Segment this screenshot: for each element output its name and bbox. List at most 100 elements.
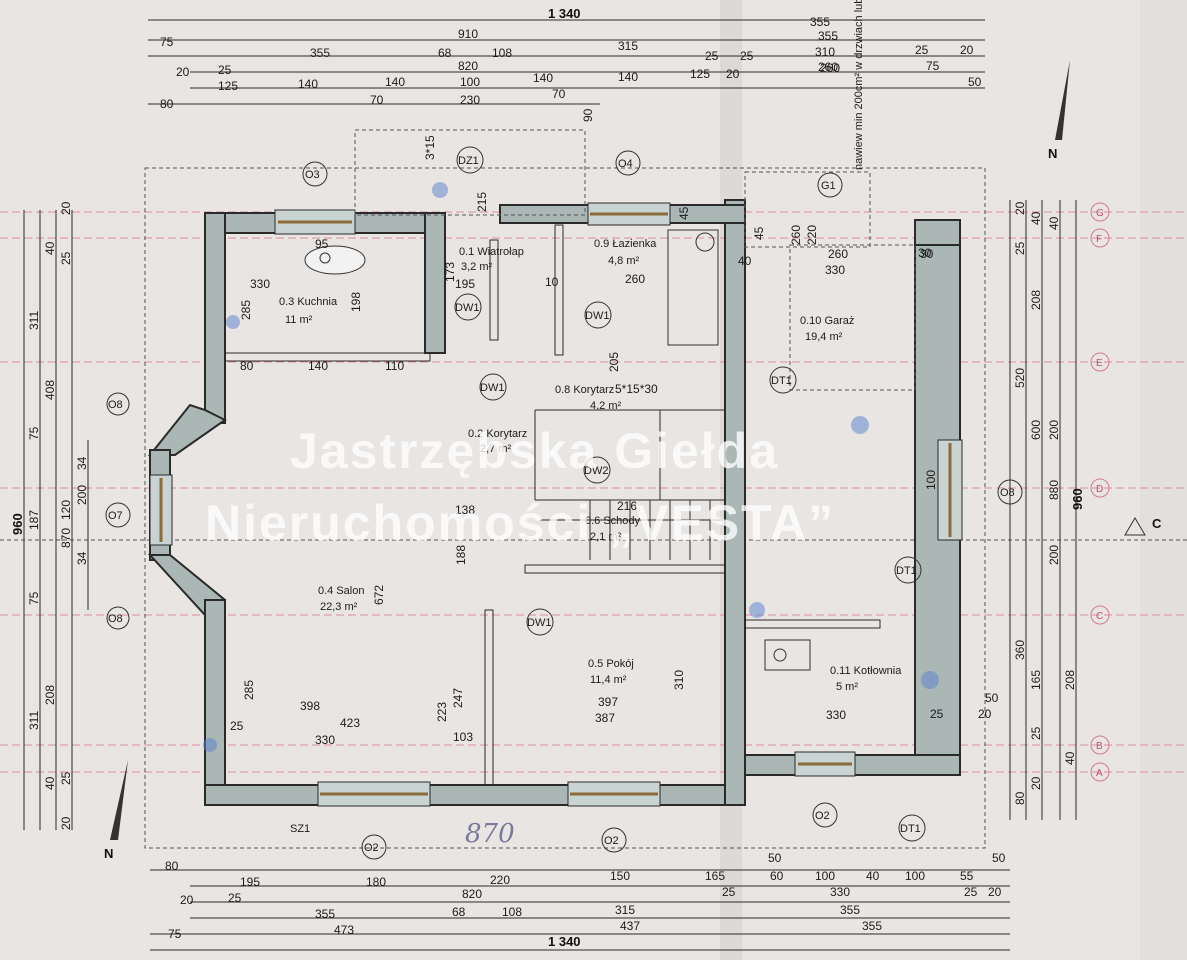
top-dim: 310 [815, 45, 835, 59]
room-name-korytarz-08: 0.8 Korytarz [555, 384, 614, 396]
axis-label-d: D [1096, 484, 1103, 495]
left-dim: 208 [43, 685, 57, 705]
bottom-dim: 355 [315, 907, 335, 921]
axis-label-b: B [1096, 741, 1103, 752]
tag-dt1-a: DT1 [771, 375, 792, 387]
left-dim: 200 [75, 485, 89, 505]
building-outline [144, 167, 986, 849]
left-dim: 75 [27, 591, 41, 605]
right-dim: 360 [1013, 640, 1027, 660]
right-dim: 20 [1029, 776, 1043, 790]
inner-dim: 330 [825, 263, 845, 277]
right-dim: 25 [1013, 241, 1027, 255]
inner-dim: 188 [454, 545, 468, 565]
room-area-garaz: 19,4 m² [805, 331, 843, 343]
top-dim: 75 [926, 59, 940, 73]
top-dim: 315 [618, 39, 638, 53]
bottom-dim: 40 [866, 869, 880, 883]
inner-dim: 30 [918, 246, 932, 260]
inner-dim: 285 [239, 300, 253, 320]
bottom-dim: 20 [988, 885, 1002, 899]
tag-dt1-c: DT1 [900, 823, 921, 835]
left-dim: 870 [59, 528, 73, 548]
inner-dim: 397 [598, 695, 618, 709]
top-dim: 230 [460, 93, 480, 107]
inner-dim: 223 [435, 702, 449, 722]
tag-o4: O4 [618, 158, 633, 170]
right-total-dim: 960 [1070, 488, 1085, 510]
room-labels: 0.1 Wiatrołap 3,2 m² 0.9 Łazienka 4,8 m²… [279, 238, 902, 693]
left-dim: 25 [59, 771, 73, 785]
bottom-dim: 25 [964, 885, 978, 899]
axis-label-g: G [1096, 208, 1104, 219]
inner-dim: 198 [349, 292, 363, 312]
top-dim: 20 [726, 67, 740, 81]
bottom-dim: 355 [862, 919, 882, 933]
north-arrow-top: N [1048, 60, 1070, 161]
top-dim: 25 [218, 63, 232, 77]
bottom-dim: 80 [165, 859, 179, 873]
paper-edge [1140, 0, 1187, 960]
porch-outline [354, 129, 586, 216]
axis-markers: G F E D C B A C [1090, 202, 1162, 782]
room-name-schody: 0.6 Schody [585, 515, 641, 527]
tag-o8-left-top: O8 [108, 399, 123, 411]
bottom-dim: 50 [992, 851, 1006, 865]
left-dim: 25 [59, 251, 73, 265]
right-dim: 208 [1063, 670, 1077, 690]
left-dim: 34 [75, 551, 89, 565]
tag-o2-c: O2 [815, 810, 830, 822]
inner-dim: 195 [455, 277, 475, 291]
bottom-dim: 50 [768, 851, 782, 865]
inner-dim: 50 [985, 691, 999, 705]
left-dim: 120 [59, 500, 73, 520]
tag-o3: O3 [305, 169, 320, 181]
inner-dim: 90 [581, 108, 595, 122]
inner-dim: 330 [315, 733, 335, 747]
left-dim: 20 [59, 201, 73, 215]
bottom-dim: 100 [815, 869, 835, 883]
room-area-schody: 2,1 m² [590, 531, 622, 543]
tag-o7: O7 [108, 510, 123, 522]
inner-dim: 25 [230, 719, 244, 733]
top-total-dim: 1 340 [548, 6, 581, 21]
inner-dim: 310 [672, 670, 686, 690]
bottom-dim: 195 [240, 875, 260, 889]
inner-dim: 95 [315, 237, 329, 251]
bottom-dim: 473 [334, 923, 354, 937]
tag-dw1-c: DW1 [480, 382, 504, 394]
tag-o8-left-bottom: O8 [108, 613, 123, 625]
stairs [540, 500, 725, 560]
bottom-dimensions: 80 50 50 195 180 220 150 165 60 100 40 1… [150, 851, 1010, 951]
inner-dim: 260 [625, 272, 645, 286]
top-dim: 910 [458, 27, 478, 41]
inner-dim: 100 [924, 470, 938, 490]
room-area-salon: 22,3 m² [320, 601, 358, 613]
left-dim: 187 [27, 510, 41, 530]
north-arrow-bottom: N [104, 760, 128, 861]
left-dimensions: 960 20 40 25 311 408 75 187 75 208 311 4… [10, 201, 89, 830]
inner-dim: 672 [372, 585, 386, 605]
top-dim: 125 [218, 79, 238, 93]
garage-gate-outline [744, 171, 871, 248]
bottom-dim: 437 [620, 919, 640, 933]
bottom-total-dim: 1 340 [548, 934, 581, 949]
room-area-korytarz-02: 2,7 m² [480, 443, 512, 455]
top-dim: 355 [810, 15, 830, 29]
right-dimensions: 960 20 25 520 360 80 40 208 600 880 165 … [1009, 200, 1085, 820]
top-dim: 25 [915, 43, 929, 57]
element-tags: O3 DZ1 O4 G1 DW1 DW1 DW1 DW2 DW1 DT1 DT1… [105, 146, 1023, 860]
top-dim: 355 [818, 29, 838, 43]
section-marker-icon [1124, 517, 1146, 536]
tag-o2-b: O2 [604, 835, 619, 847]
bottom-dim: 165 [705, 869, 725, 883]
axis-label-f: F [1096, 234, 1102, 245]
inner-dim: 45 [677, 206, 691, 220]
bottom-dim: 100 [905, 869, 925, 883]
north-label-top: N [1048, 146, 1057, 161]
axis-label-e: E [1096, 358, 1103, 369]
inner-dim: 45 [752, 226, 766, 240]
right-dim: 208 [1029, 290, 1043, 310]
bottom-dim: 55 [960, 869, 974, 883]
